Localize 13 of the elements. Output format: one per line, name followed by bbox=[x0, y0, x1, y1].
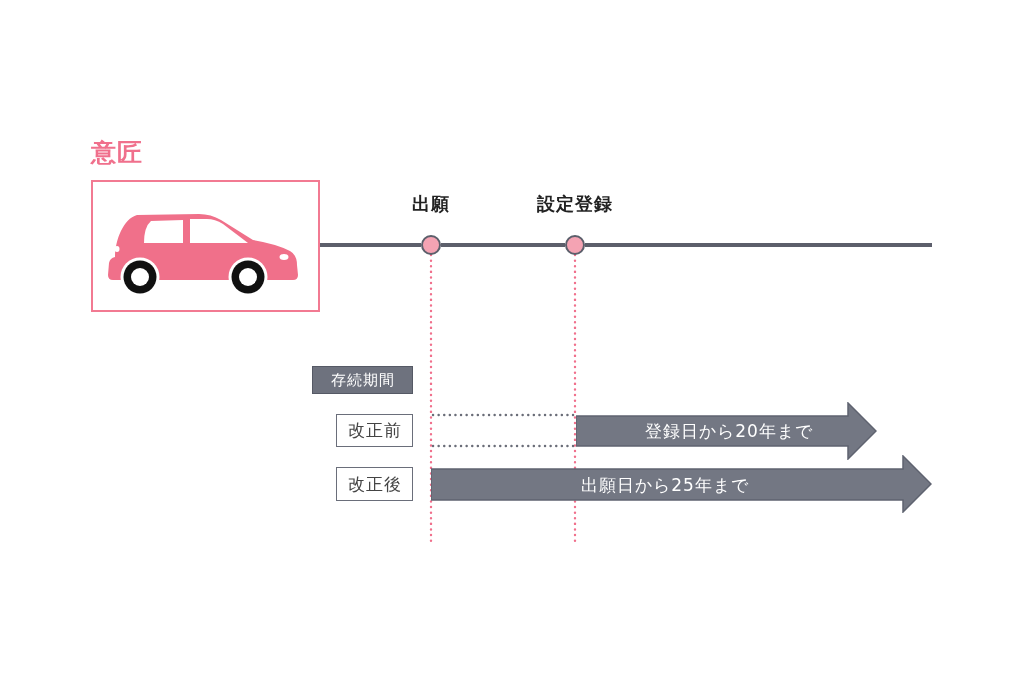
milestone-circle bbox=[565, 235, 585, 255]
period-text: 出願日から25年まで bbox=[581, 474, 749, 495]
timeline-line bbox=[320, 243, 421, 247]
milestone-label: 出願 bbox=[412, 193, 450, 215]
timeline-line bbox=[585, 243, 932, 247]
row-label: 改正前 bbox=[336, 414, 413, 447]
row-label: 改正後 bbox=[336, 467, 413, 501]
milestone-label: 設定登録 bbox=[537, 193, 613, 215]
section-heading: 意匠 bbox=[91, 138, 143, 168]
period-header: 存続期間 bbox=[312, 366, 413, 394]
period-text: 登録日から20年まで bbox=[645, 421, 813, 441]
milestone-circle bbox=[421, 235, 441, 255]
timeline-line bbox=[441, 243, 565, 247]
